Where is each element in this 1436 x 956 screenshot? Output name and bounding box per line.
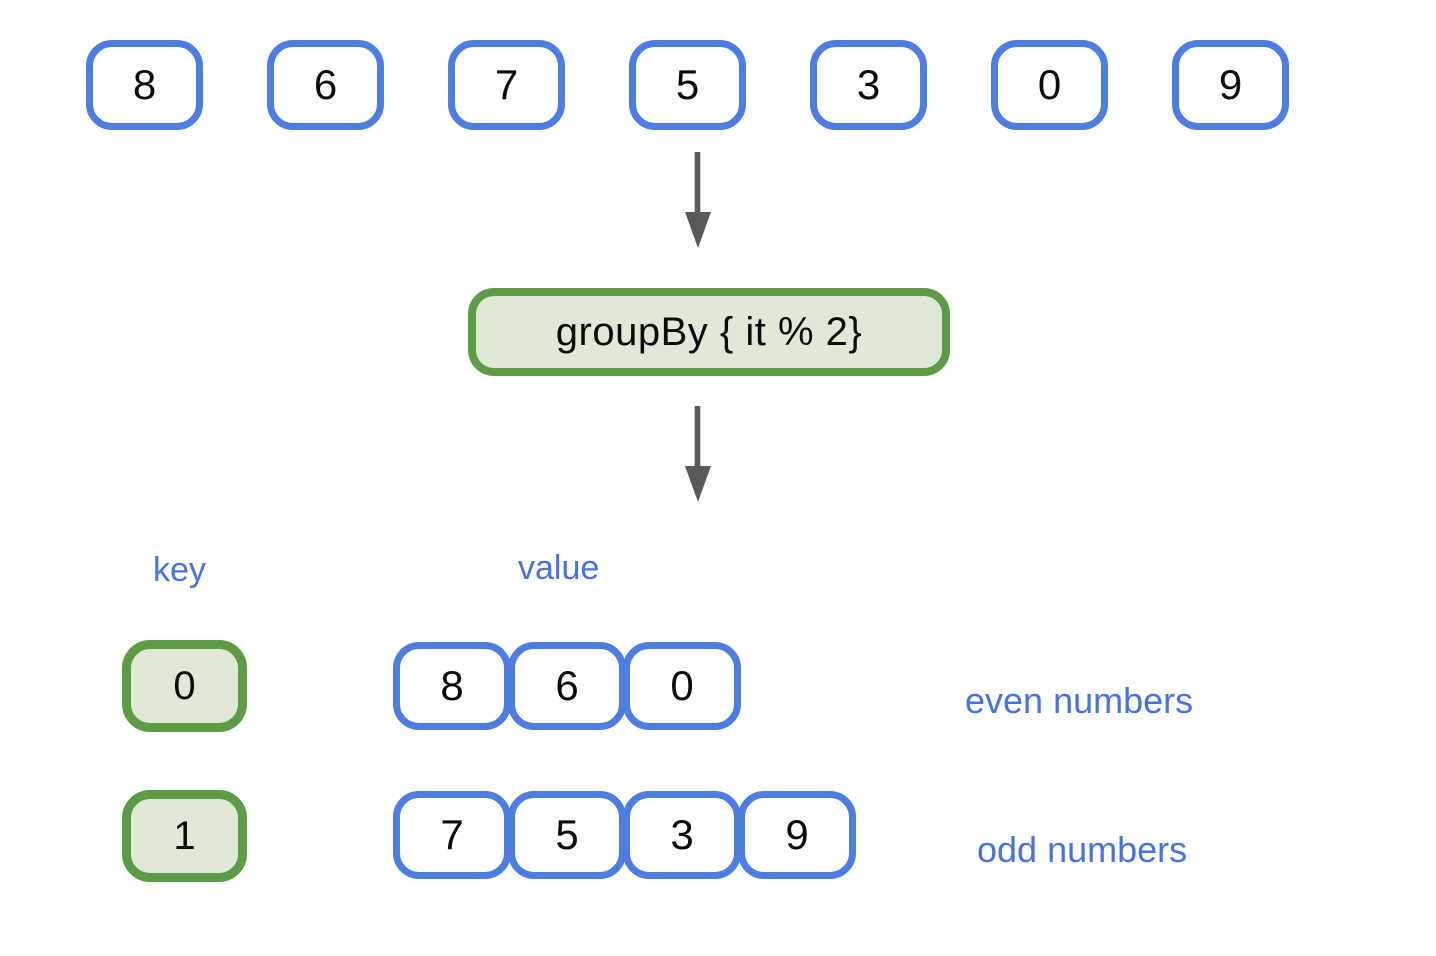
group-key: 0 xyxy=(122,640,247,732)
key-column-label: key xyxy=(153,551,206,589)
group-annotation: odd numbers xyxy=(977,829,1188,870)
source-item: 3 xyxy=(810,40,927,130)
value-item: 6 xyxy=(508,642,626,730)
source-item: 0 xyxy=(991,40,1108,130)
group-key: 1 xyxy=(122,790,247,882)
source-item: 8 xyxy=(86,40,203,130)
value-item: 0 xyxy=(623,642,741,730)
source-item: 6 xyxy=(267,40,384,130)
groupby-operation: groupBy { it % 2} xyxy=(468,288,950,376)
source-item: 7 xyxy=(448,40,565,130)
value-item: 7 xyxy=(393,791,511,879)
source-list: 8 6 7 5 3 0 9 xyxy=(86,40,1289,130)
group-annotation: even numbers xyxy=(965,680,1194,721)
value-item: 9 xyxy=(738,791,856,879)
source-item: 5 xyxy=(629,40,746,130)
down-arrow-icon xyxy=(685,406,711,502)
group-values: 7 5 3 9 xyxy=(393,791,856,879)
group-values: 8 6 0 xyxy=(393,642,741,730)
value-item: 8 xyxy=(393,642,511,730)
value-column-label: value xyxy=(518,549,600,587)
value-item: 3 xyxy=(623,791,741,879)
value-item: 5 xyxy=(508,791,626,879)
source-item: 9 xyxy=(1172,40,1289,130)
down-arrow-icon xyxy=(685,152,711,248)
